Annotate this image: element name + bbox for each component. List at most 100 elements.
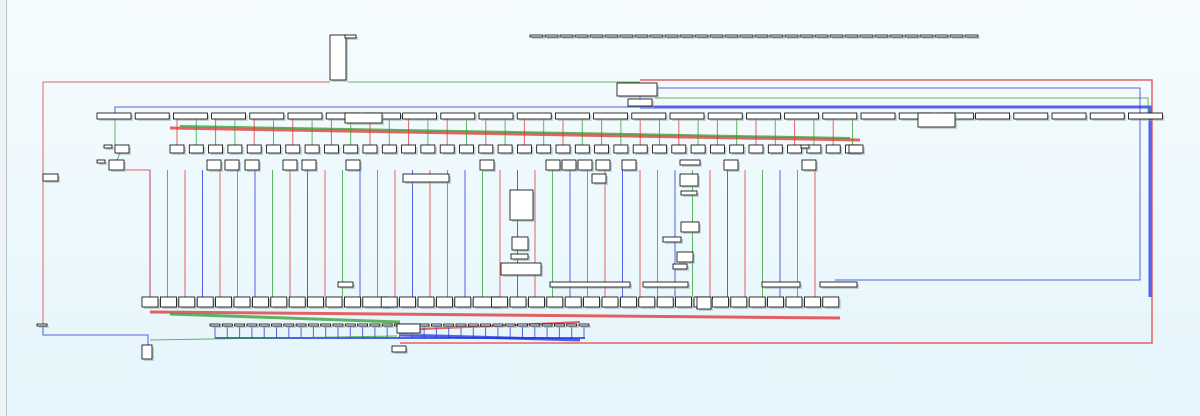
graph-node[interactable] <box>271 323 282 327</box>
graph-node[interactable] <box>859 34 874 38</box>
graph-node[interactable] <box>224 159 240 171</box>
graph-node[interactable] <box>159 296 177 308</box>
graph-node[interactable] <box>380 296 398 308</box>
graph-node[interactable] <box>710 144 725 154</box>
graph-node[interactable] <box>754 34 769 38</box>
graph-node[interactable] <box>785 296 803 308</box>
graph-node[interactable] <box>627 98 653 107</box>
graph-node[interactable] <box>638 296 656 308</box>
graph-node[interactable] <box>401 144 417 154</box>
graph-node[interactable] <box>399 296 417 308</box>
graph-node[interactable] <box>249 112 285 120</box>
graph-node[interactable] <box>729 144 745 154</box>
graph-node[interactable] <box>420 144 436 154</box>
graph-node[interactable] <box>440 112 476 120</box>
graph-node[interactable] <box>814 34 829 38</box>
graph-node[interactable] <box>680 190 698 196</box>
graph-node[interactable] <box>96 112 132 120</box>
graph-node[interactable] <box>949 34 964 38</box>
graph-node[interactable] <box>696 296 712 310</box>
graph-node[interactable] <box>889 34 904 38</box>
graph-node[interactable] <box>369 323 381 327</box>
graph-node[interactable] <box>509 296 527 308</box>
graph-node[interactable] <box>172 112 208 120</box>
graph-node[interactable] <box>244 159 260 171</box>
graph-node[interactable] <box>799 34 814 38</box>
graph-node[interactable] <box>332 323 344 327</box>
graph-node[interactable] <box>917 112 956 128</box>
graph-node[interactable] <box>528 296 545 308</box>
graph-node[interactable] <box>829 34 844 38</box>
graph-node[interactable] <box>748 296 766 308</box>
graph-node[interactable] <box>1128 112 1163 120</box>
graph-node[interactable] <box>209 323 221 327</box>
graph-node[interactable] <box>746 112 781 120</box>
graph-node[interactable] <box>679 173 699 187</box>
graph-node[interactable] <box>559 34 574 38</box>
graph-node[interactable] <box>555 112 590 120</box>
graph-node[interactable] <box>108 159 125 171</box>
graph-node[interactable] <box>724 34 739 38</box>
graph-node[interactable] <box>491 296 509 308</box>
graph-node[interactable] <box>459 144 474 154</box>
graph-node[interactable] <box>320 323 332 327</box>
graph-node[interactable] <box>825 144 841 154</box>
graph-node[interactable] <box>577 159 593 171</box>
graph-node[interactable] <box>497 144 513 154</box>
graph-node[interactable] <box>36 323 48 327</box>
graph-node[interactable] <box>178 296 196 308</box>
graph-node[interactable] <box>680 221 700 233</box>
graph-node[interactable] <box>848 144 864 154</box>
graph-node[interactable] <box>529 34 544 38</box>
graph-node[interactable] <box>396 323 421 334</box>
graph-node[interactable] <box>329 34 347 81</box>
graph-node[interactable] <box>679 159 701 166</box>
graph-node[interactable] <box>874 34 889 38</box>
graph-node[interactable] <box>344 34 357 39</box>
graph-node[interactable] <box>662 236 682 243</box>
graph-node[interactable] <box>287 112 323 120</box>
graph-node[interactable] <box>357 323 369 327</box>
graph-node[interactable] <box>784 112 819 120</box>
graph-node[interactable] <box>467 323 479 327</box>
graph-node[interactable] <box>544 34 559 38</box>
graph-node[interactable] <box>480 323 492 327</box>
graph-node[interactable] <box>337 281 354 288</box>
graph-node[interactable] <box>196 296 214 308</box>
graph-node[interactable] <box>619 34 634 38</box>
graph-node[interactable] <box>96 159 106 164</box>
graph-node[interactable] <box>295 323 307 327</box>
graph-node[interactable] <box>510 253 529 260</box>
graph-node[interactable] <box>251 296 269 308</box>
graph-node[interactable] <box>221 323 233 327</box>
graph-node[interactable] <box>676 251 694 263</box>
graph-node[interactable] <box>103 144 113 149</box>
graph-node[interactable] <box>266 144 281 154</box>
graph-node[interactable] <box>478 144 494 154</box>
graph-node[interactable] <box>169 144 185 154</box>
graph-node[interactable] <box>504 323 516 327</box>
graph-node[interactable] <box>601 296 619 308</box>
graph-node[interactable] <box>283 323 295 327</box>
graph-node[interactable] <box>545 159 561 171</box>
graph-node[interactable] <box>536 144 552 154</box>
graph-node[interactable] <box>595 159 611 171</box>
graph-node[interactable] <box>141 296 159 308</box>
graph-node[interactable] <box>233 296 251 308</box>
graph-node[interactable] <box>206 159 222 171</box>
graph-node[interactable] <box>343 144 359 154</box>
graph-node[interactable] <box>975 112 1010 120</box>
graph-node[interactable] <box>215 296 233 308</box>
graph-node[interactable] <box>822 112 858 120</box>
graph-node[interactable] <box>417 296 435 308</box>
graph-node[interactable] <box>430 323 442 327</box>
graph-node[interactable] <box>307 323 319 327</box>
graph-node[interactable] <box>671 144 687 154</box>
graph-node[interactable] <box>904 34 919 38</box>
graph-node[interactable] <box>934 34 949 38</box>
graph-node[interactable] <box>564 296 582 308</box>
graph-node[interactable] <box>549 281 631 288</box>
graph-node[interactable] <box>819 281 858 288</box>
graph-node[interactable] <box>381 323 393 327</box>
graph-node[interactable] <box>574 34 589 38</box>
